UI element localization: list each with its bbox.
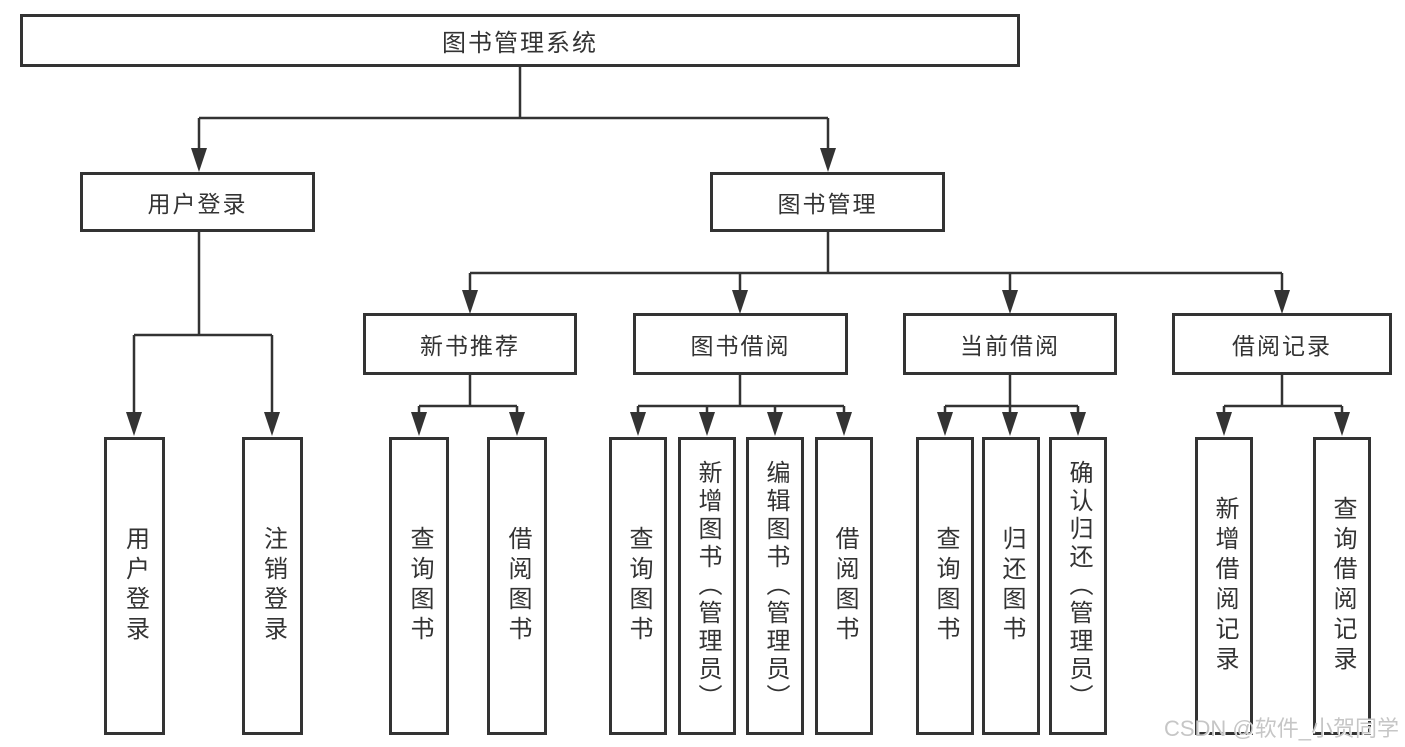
node-label: 借阅图书: [504, 526, 531, 646]
node-label: 借阅图书: [831, 526, 858, 646]
csdn-watermark: CSDN @软件_小贺同学: [1163, 716, 1399, 741]
node-label: 借阅记录: [1232, 333, 1332, 359]
node-label: 图书管理系统: [442, 30, 598, 57]
node-label: 新增借阅记录: [1211, 496, 1238, 676]
node-label: 注销登录: [259, 526, 287, 646]
node-label: 新书推荐: [420, 333, 520, 359]
node-current-borrow: 当前借阅: [903, 313, 1117, 375]
node-label: 当前借阅: [960, 333, 1060, 359]
node-book-borrow: 图书借阅: [633, 313, 848, 375]
leaf-edit-book-admin: 编辑图书（管理员）: [746, 437, 804, 735]
node-label: 确认归还（管理员）: [1065, 460, 1092, 712]
node-label: 归还图书: [998, 526, 1025, 646]
leaf-borrow-book-1: 借阅图书: [487, 437, 547, 735]
leaf-user-login: 用户登录: [104, 437, 165, 735]
node-new-book-recommend: 新书推荐: [363, 313, 577, 375]
node-label: 查询图书: [406, 526, 433, 646]
node-label: 用户登录: [147, 191, 248, 217]
leaf-query-book-1: 查询图书: [389, 437, 449, 735]
node-borrow-record: 借阅记录: [1172, 313, 1392, 375]
leaf-return-book: 归还图书: [982, 437, 1040, 735]
leaf-add-borrow-record: 新增借阅记录: [1195, 437, 1253, 735]
leaf-borrow-book-2: 借阅图书: [815, 437, 873, 735]
node-label: 查询借阅记录: [1329, 496, 1356, 676]
leaf-query-borrow-record: 查询借阅记录: [1313, 437, 1371, 735]
node-label: 新增图书（管理员）: [694, 460, 721, 712]
node-label: 图书管理: [777, 191, 878, 217]
node-label: 查询图书: [625, 526, 652, 646]
leaf-query-book-3: 查询图书: [916, 437, 974, 735]
node-label: 图书借阅: [690, 333, 791, 359]
node-label: 用户登录: [121, 526, 149, 646]
leaf-add-book-admin: 新增图书（管理员）: [678, 437, 736, 735]
leaf-confirm-return-admin: 确认归还（管理员）: [1049, 437, 1107, 735]
leaf-logout: 注销登录: [242, 437, 303, 735]
node-book-management: 图书管理: [710, 172, 945, 232]
node-label: 查询图书: [932, 526, 959, 646]
node-label: 编辑图书（管理员）: [762, 460, 789, 712]
leaf-query-book-2: 查询图书: [609, 437, 667, 735]
node-user-login: 用户登录: [80, 172, 315, 232]
node-system-root: 图书管理系统: [20, 14, 1020, 67]
